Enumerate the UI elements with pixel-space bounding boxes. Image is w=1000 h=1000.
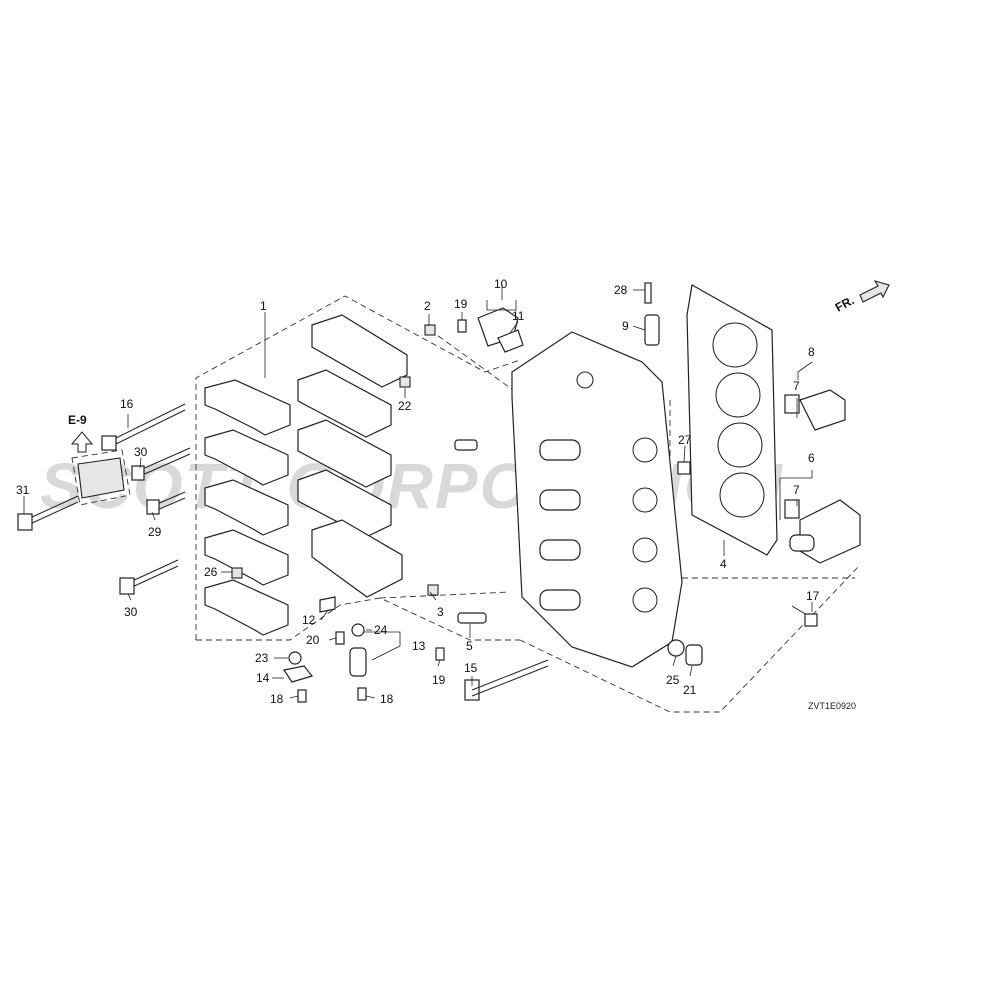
callout-31: 31 bbox=[16, 483, 30, 497]
callout-20: 20 bbox=[306, 633, 320, 647]
callout-15: 15 bbox=[464, 661, 478, 675]
callout-5: 5 bbox=[466, 639, 473, 653]
callout-16: 16 bbox=[120, 397, 134, 411]
callout-10: 10 bbox=[494, 277, 508, 291]
callout-19b: 19 bbox=[432, 673, 446, 687]
callout-13: 13 bbox=[412, 639, 426, 653]
callout-7a: 7 bbox=[793, 379, 800, 393]
diagram-code: ZVT1E0920 bbox=[808, 701, 856, 711]
front-direction-indicator: FR. bbox=[833, 280, 890, 315]
callout-29: 29 bbox=[148, 525, 162, 539]
callout-27: 27 bbox=[678, 433, 692, 447]
callout-4: 4 bbox=[720, 557, 727, 571]
callout-25: 25 bbox=[666, 673, 680, 687]
callout-14: 14 bbox=[256, 671, 270, 685]
callout-21: 21 bbox=[683, 683, 697, 697]
callout-22: 22 bbox=[398, 399, 412, 413]
callout-9: 9 bbox=[622, 319, 629, 333]
reference-label: E-9 bbox=[68, 413, 87, 427]
direction-label: FR. bbox=[833, 293, 857, 314]
callout-7b: 7 bbox=[793, 483, 800, 497]
callout-18a: 18 bbox=[270, 692, 284, 706]
callout-23: 23 bbox=[255, 651, 269, 665]
callout-2: 2 bbox=[424, 299, 431, 313]
callout-labels: 1 2 3 4 5 6 7 7 8 9 10 11 12 13 14 15 16… bbox=[16, 277, 820, 706]
callout-12: 12 bbox=[302, 613, 316, 627]
callout-1: 1 bbox=[260, 299, 267, 313]
callout-8: 8 bbox=[808, 345, 815, 359]
leader-lines bbox=[23, 284, 813, 699]
callout-3: 3 bbox=[437, 605, 444, 619]
callout-30b: 30 bbox=[124, 605, 138, 619]
e9-reference: E-9 bbox=[68, 413, 131, 506]
callout-28: 28 bbox=[614, 283, 628, 297]
callout-24: 24 bbox=[374, 623, 388, 637]
callout-6: 6 bbox=[808, 451, 815, 465]
callout-18b: 18 bbox=[380, 692, 394, 706]
callout-19a: 19 bbox=[454, 297, 468, 311]
callout-26: 26 bbox=[204, 565, 218, 579]
bolts bbox=[17, 319, 818, 703]
cylinder-head bbox=[511, 331, 683, 668]
callout-11: 11 bbox=[512, 309, 525, 323]
callout-17: 17 bbox=[806, 589, 820, 603]
assembly-outline bbox=[195, 295, 861, 713]
head-gasket bbox=[686, 284, 778, 556]
callout-30a: 30 bbox=[134, 445, 148, 459]
camshaft-holder-left-group bbox=[204, 379, 291, 636]
camshaft-holder-right-group bbox=[297, 314, 408, 598]
